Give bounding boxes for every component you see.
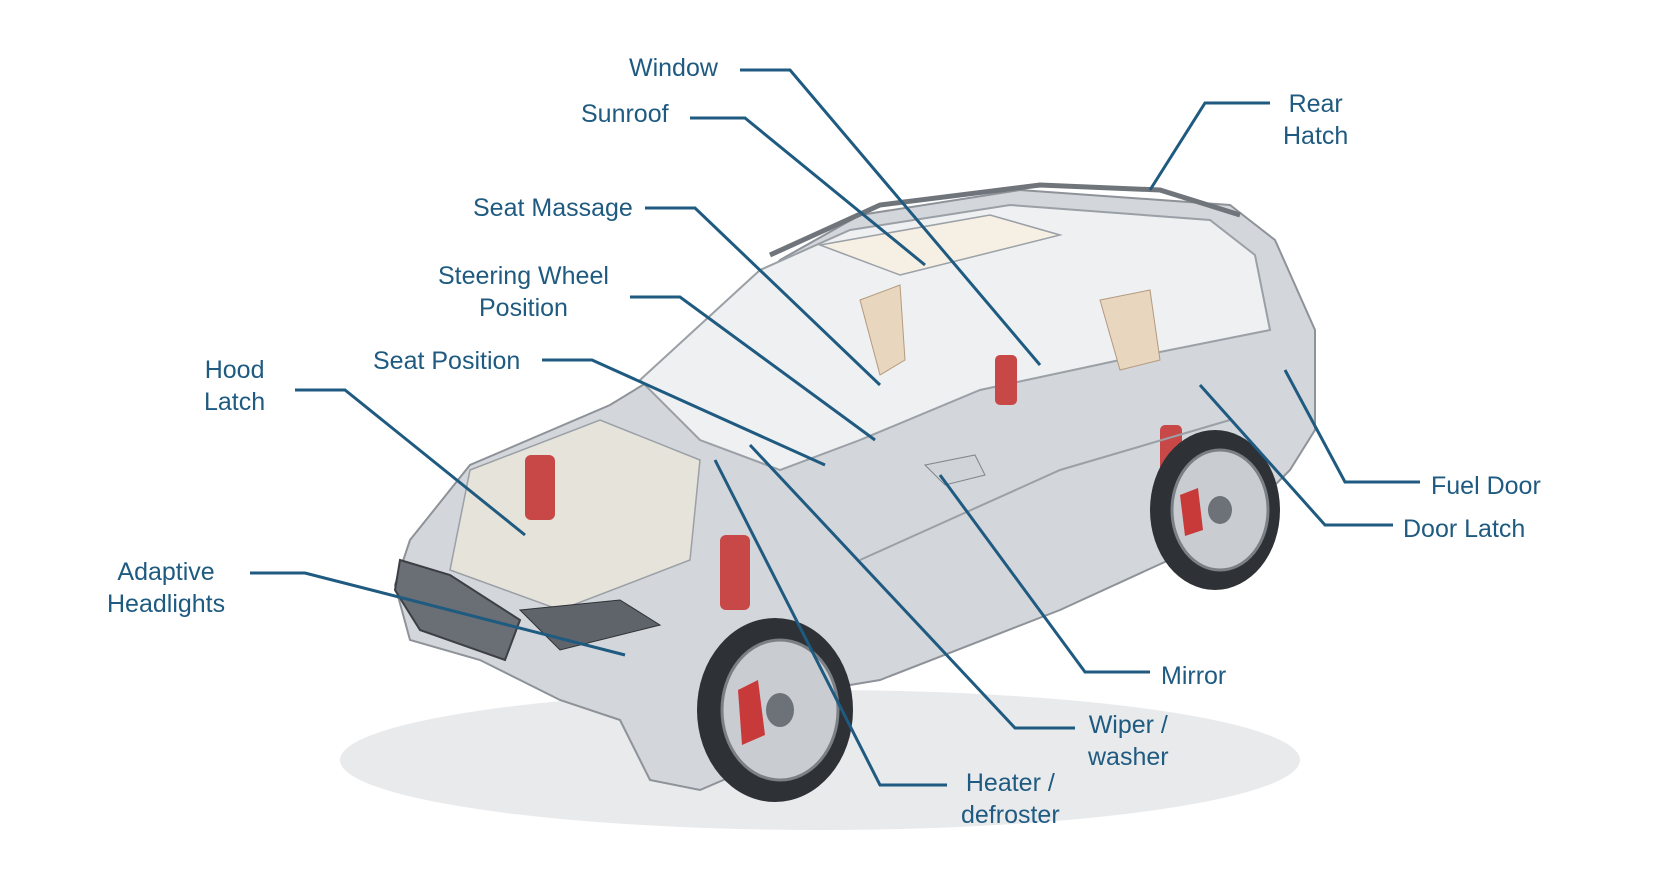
callout-sunroof: Sunroof: [581, 98, 669, 130]
leader-line-seat-massage: [645, 206, 882, 387]
callout-rear-hatch-line-2: Hatch: [1283, 122, 1349, 150]
callout-mirror: Mirror: [1161, 660, 1226, 692]
front-left-spring: [525, 355, 1182, 610]
callout-wiper-washer-line-2: washer: [1088, 743, 1169, 771]
leader-line-fuel-door: [1283, 369, 1420, 484]
callout-seat-massage-line-1: Seat Massage: [473, 194, 633, 222]
leader-line-mirror: [938, 474, 1150, 674]
front-wheel: [697, 618, 853, 802]
leader-line-seat-position: [542, 358, 826, 467]
callout-steering-wheel-position-line-2: Position: [478, 294, 568, 322]
callout-rear-hatch-line-1: Rear: [1288, 90, 1343, 118]
leader-line-heater-defroster: [713, 459, 947, 787]
car-glasshouse: [638, 203, 1272, 472]
leader-line-hood-latch: [295, 388, 526, 537]
callout-hood-latch-line-2: Latch: [204, 388, 266, 416]
callout-fuel-door: Fuel Door: [1431, 470, 1541, 502]
callout-heater-defroster-line-2: defroster: [961, 801, 1060, 829]
rear-seat: [1099, 289, 1161, 371]
callout-seat-massage: Seat Massage: [473, 192, 633, 224]
callout-wiper-washer-line-1: Wiper /: [1088, 711, 1168, 739]
front-grille: [393, 558, 522, 662]
callout-mirror-line-1: Mirror: [1161, 662, 1227, 690]
callout-heater-defroster: Heater / defroster: [961, 767, 1060, 831]
leader-line-adaptive-headlights: [250, 571, 626, 657]
callout-fuel-door-line-1: Fuel Door: [1431, 472, 1541, 500]
callout-sunroof-line-1: Sunroof: [581, 100, 669, 128]
leader-line-window: [740, 68, 1042, 366]
callout-wiper-washer: Wiper / washer: [1088, 709, 1169, 773]
leader-line-sunroof: [690, 116, 926, 267]
front-seat: [859, 284, 906, 376]
callout-seat-position: Seat Position: [373, 345, 520, 377]
callout-window-line-1: Window: [629, 54, 718, 82]
door-line: [859, 419, 1231, 561]
leader-line-steering-wheel-position: [630, 295, 876, 442]
callout-hood-latch-line-1: Hood: [204, 356, 265, 384]
callout-rear-hatch: Rear Hatch: [1283, 88, 1348, 152]
callout-hood-latch: Hood Latch: [204, 354, 265, 418]
roof-rail: [768, 182, 1241, 258]
callout-adaptive-headlights: Adaptive Headlights: [107, 556, 225, 620]
callout-seat-position-line-1: Seat Position: [373, 347, 521, 375]
leader-line-rear-hatch: [1148, 101, 1270, 191]
callout-heater-defroster-line-1: Heater /: [965, 769, 1055, 797]
callout-adaptive-headlights-line-1: Adaptive: [117, 558, 215, 586]
leader-line-door-latch: [1198, 384, 1393, 527]
callout-door-latch: Door Latch: [1403, 513, 1525, 545]
leader-line-wiper-washer: [748, 443, 1075, 730]
callout-window: Window: [629, 52, 718, 84]
callout-steering-wheel-position: Steering Wheel Position: [438, 260, 609, 324]
callout-door-latch-line-1: Door Latch: [1403, 515, 1526, 543]
callout-adaptive-headlights-line-2: Headlights: [107, 590, 226, 618]
rear-wheel: [1150, 430, 1280, 590]
engine-bay: [449, 419, 701, 611]
callout-steering-wheel-position-line-1: Steering Wheel: [438, 262, 609, 290]
